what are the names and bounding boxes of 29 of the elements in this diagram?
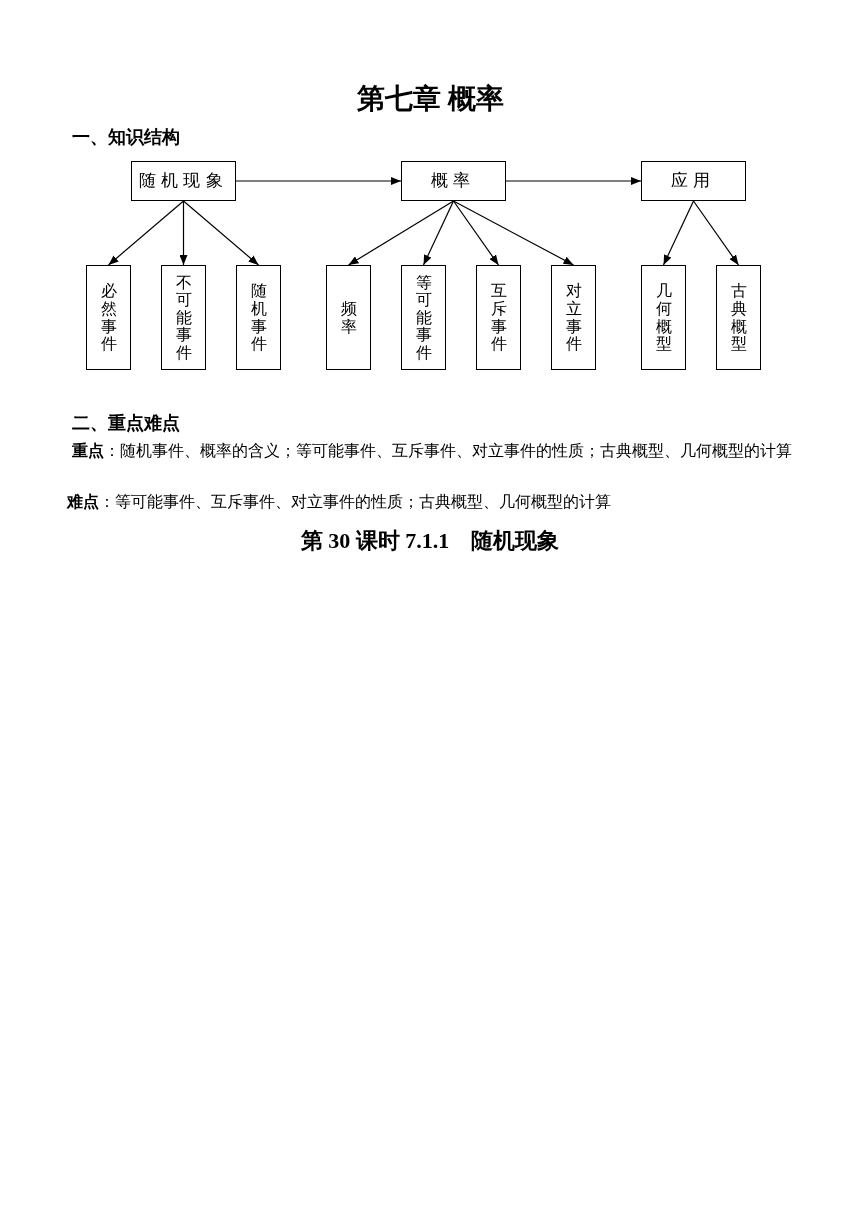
- arrow: [662, 200, 695, 266]
- section-heading: 一、知识结构: [72, 126, 180, 149]
- paragraph: 重点：随机事件、概率的含义；等可能事件、互斥事件、对立事件的性质；古典概型、几何概型的计算: [72, 441, 793, 461]
- arrow: [347, 200, 455, 266]
- concept-box: 随机事件: [236, 265, 281, 370]
- arrow: [692, 200, 740, 266]
- lesson-heading: 第 30 课时 7.1.1 随机现象: [299, 527, 561, 555]
- concept-box: 古典概型: [716, 265, 761, 370]
- concept-box: 对立事件: [551, 265, 596, 370]
- concept-box: 频率: [326, 265, 371, 370]
- arrow: [107, 200, 185, 266]
- concept-box: 不可能事件: [161, 265, 206, 370]
- arrow: [505, 177, 642, 185]
- concept-box: 必然事件: [86, 265, 131, 370]
- concept-box: 互斥事件: [476, 265, 521, 370]
- arrow: [452, 200, 500, 266]
- arrow: [179, 200, 188, 266]
- arrow: [182, 200, 260, 266]
- concept-box: 应用: [641, 161, 746, 201]
- section-heading: 二、重点难点: [72, 412, 180, 435]
- page-title: 第七章 概率: [355, 82, 505, 116]
- concept-box: 概率: [401, 161, 506, 201]
- concept-box: 几何概型: [641, 265, 686, 370]
- arrow: [422, 200, 455, 266]
- concept-box: 随机现象: [131, 161, 236, 201]
- paragraph: 难点：等可能事件、互斥事件、对立事件的性质；古典概型、几何概型的计算: [67, 492, 612, 512]
- arrow: [235, 177, 402, 185]
- arrow: [452, 200, 575, 266]
- concept-box: 等可能事件: [401, 265, 446, 370]
